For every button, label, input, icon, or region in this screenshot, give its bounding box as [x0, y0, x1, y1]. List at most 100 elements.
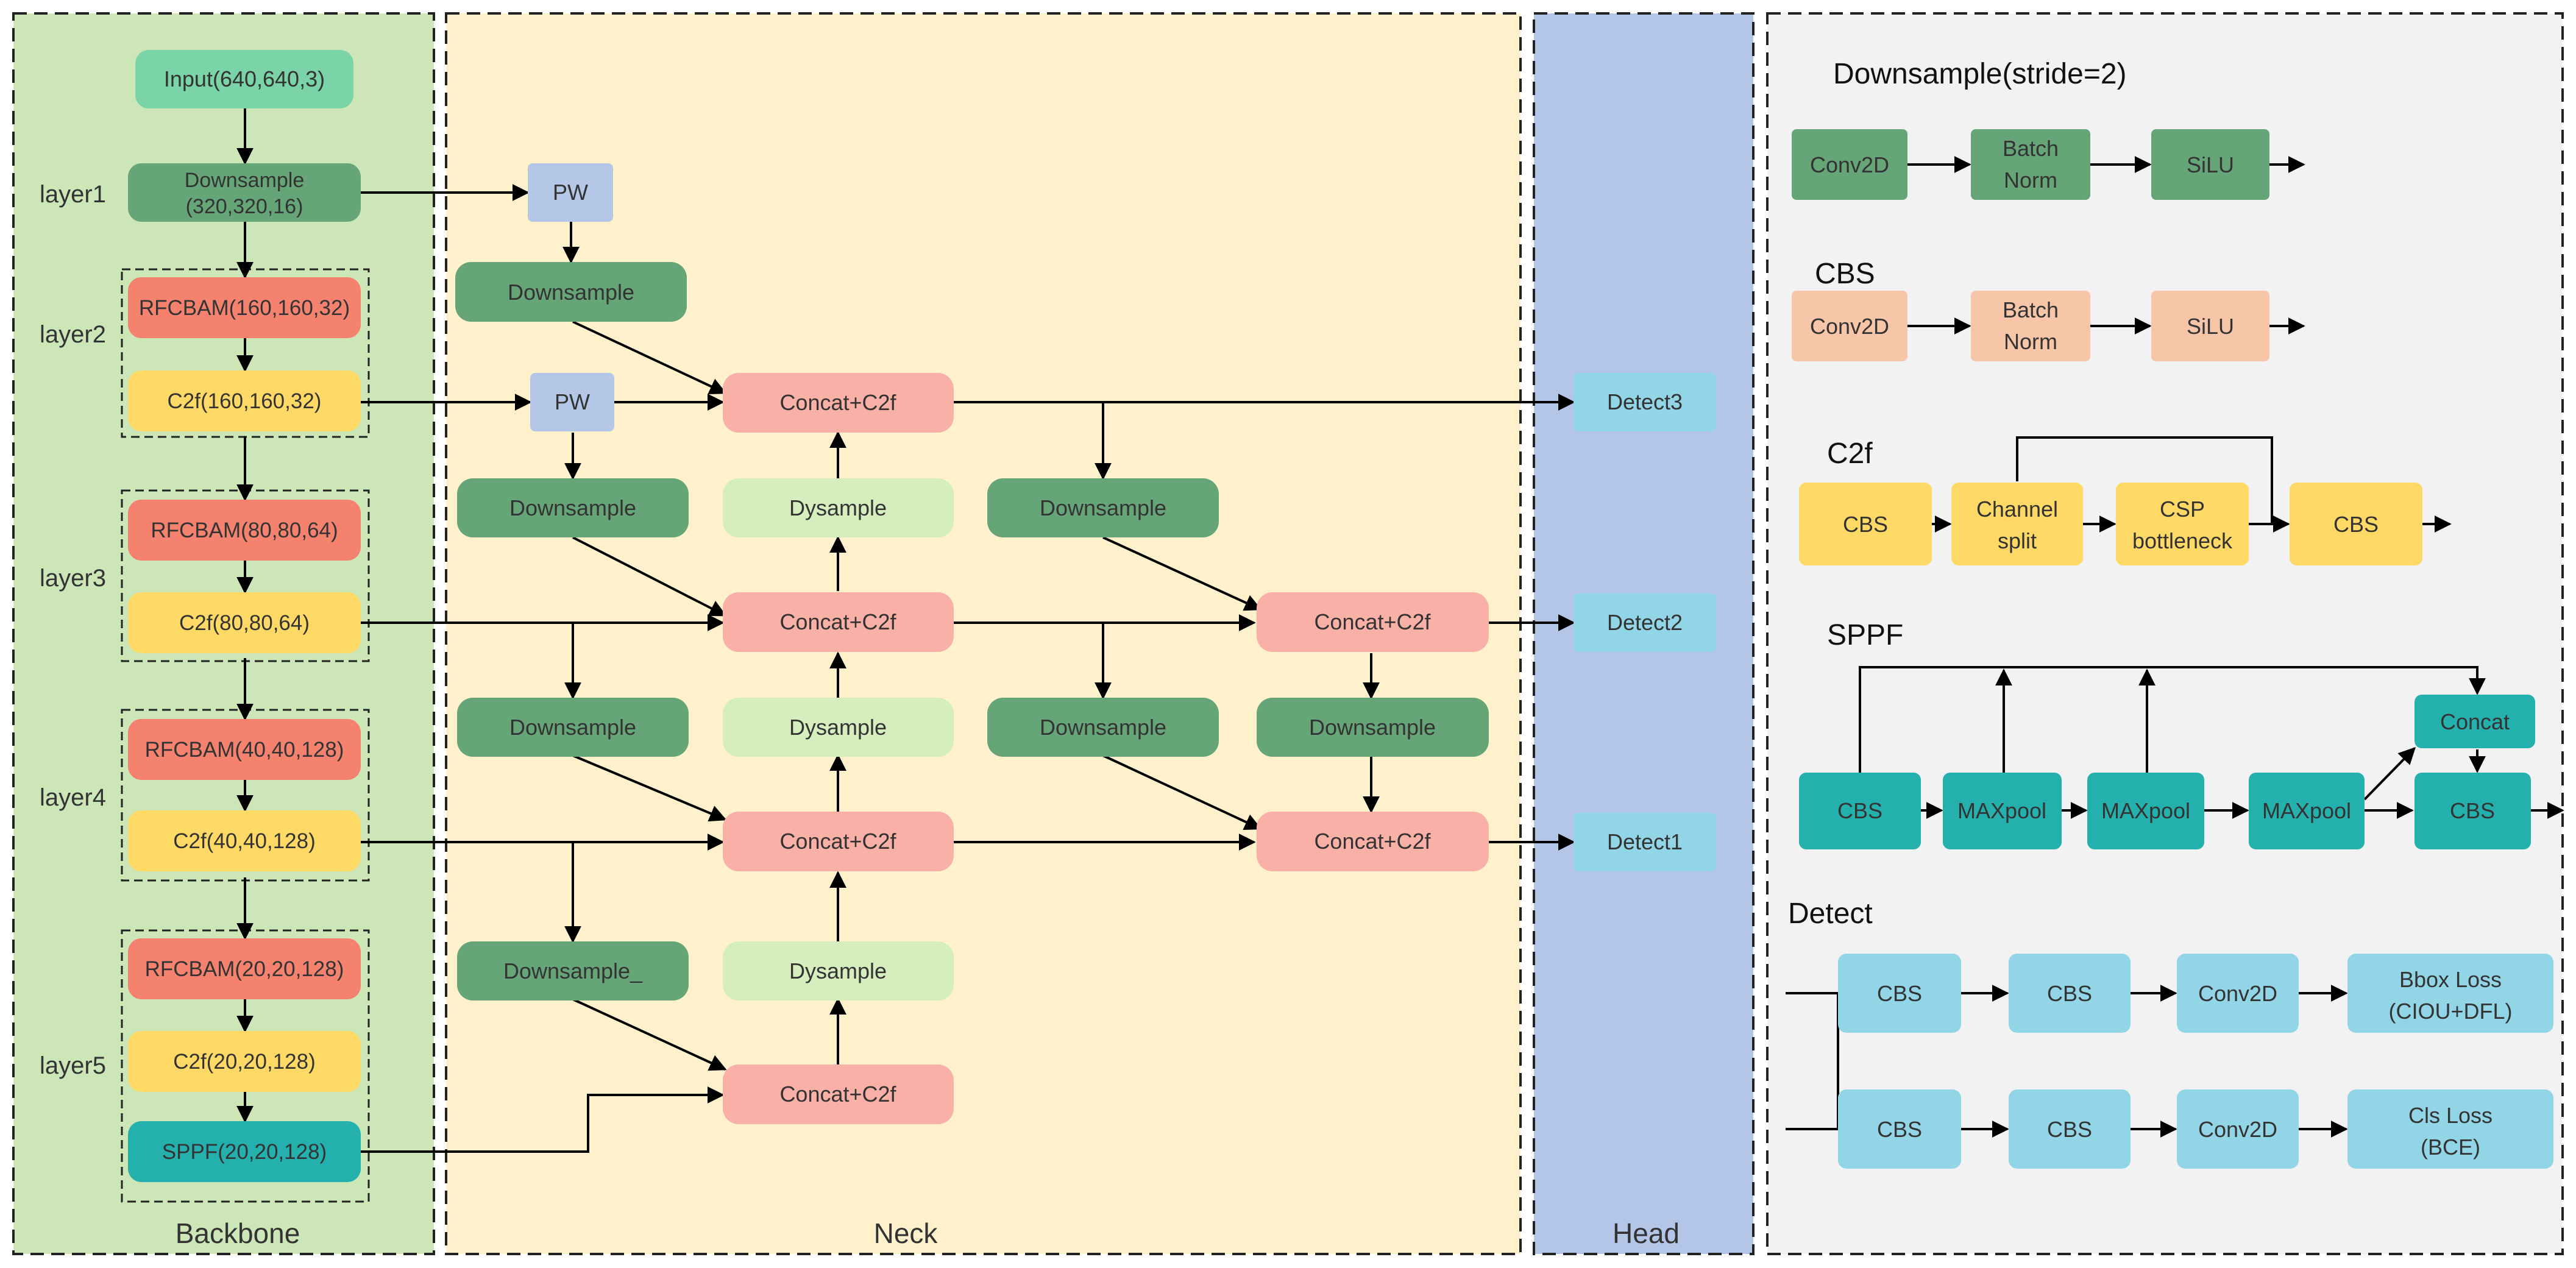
legend-cbs-batchnorm: Batch Norm	[1971, 291, 2090, 361]
legend-detect-cbs-1: CBS	[1838, 954, 1961, 1033]
svg-text:Concat+C2f: Concat+C2f	[779, 829, 896, 854]
svg-text:Concat: Concat	[2440, 709, 2510, 734]
svg-text:SiLU: SiLU	[2187, 152, 2234, 177]
sppf-node: SPPF(20,20,128)	[128, 1121, 361, 1182]
rfcbam-80-node: RFCBAM(80,80,64)	[128, 500, 361, 561]
legend-c2f-cbs-1: CBS	[1799, 483, 1932, 565]
neck-label: Neck	[874, 1217, 939, 1249]
svg-text:Downsample: Downsample	[1309, 715, 1436, 740]
svg-text:Downsample: Downsample	[508, 280, 634, 305]
detect1-node: Detect1	[1574, 813, 1716, 871]
svg-text:Downsample: Downsample	[1040, 715, 1166, 740]
legend-sppf-cbs-1: CBS	[1799, 773, 1921, 849]
svg-text:Channel: Channel	[1976, 497, 2058, 522]
svg-text:Batch: Batch	[2003, 136, 2059, 161]
svg-text:Concat+C2f: Concat+C2f	[1314, 829, 1431, 854]
svg-text:bottleneck: bottleneck	[2132, 528, 2233, 553]
svg-text:(CIOU+DFL): (CIOU+DFL)	[2388, 999, 2512, 1024]
svg-text:CBS: CBS	[1837, 798, 1882, 823]
svg-text:CBS: CBS	[2333, 512, 2379, 537]
dysample-2: Dysample	[723, 698, 954, 757]
neck-downsample-2: Downsample	[457, 478, 689, 537]
svg-text:Downsample: Downsample	[509, 495, 636, 520]
neck-downsample-6: Downsample	[987, 698, 1219, 757]
svg-text:C2f(20,20,128): C2f(20,20,128)	[173, 1050, 315, 1074]
layer4-label: layer4	[40, 784, 106, 811]
svg-text:Detect1: Detect1	[1607, 829, 1683, 854]
detect3-node: Detect3	[1574, 373, 1716, 431]
svg-text:RFCBAM(40,40,128): RFCBAM(40,40,128)	[145, 738, 344, 762]
svg-text:Detect3: Detect3	[1607, 389, 1683, 414]
legend-c2f-cbs-2: CBS	[2290, 483, 2422, 565]
svg-text:Downsample_: Downsample_	[503, 958, 643, 983]
svg-text:PW: PW	[553, 180, 588, 205]
svg-text:MAXpool: MAXpool	[2262, 798, 2351, 823]
svg-text:Norm: Norm	[2004, 329, 2057, 354]
detect2-node: Detect2	[1574, 593, 1716, 652]
svg-text:Conv2D: Conv2D	[1810, 152, 1889, 177]
backbone-label: Backbone	[176, 1217, 300, 1249]
legend-detect-conv2d-2: Conv2D	[2177, 1089, 2299, 1169]
svg-text:MAXpool: MAXpool	[1957, 798, 2046, 823]
layer2-label: layer2	[40, 321, 106, 348]
svg-text:Conv2D: Conv2D	[2198, 981, 2277, 1006]
svg-text:Dysample: Dysample	[789, 958, 887, 983]
c2f-160-node: C2f(160,160,32)	[128, 370, 361, 431]
legend-detect-cbs-3: CBS	[1838, 1089, 1961, 1169]
neck-downsample-4: Downsample_	[457, 941, 689, 1001]
concat-c2f-3: Concat+C2f	[723, 812, 954, 871]
legend-cbs-title: CBS	[1815, 258, 1875, 290]
svg-text:Batch: Batch	[2003, 297, 2059, 322]
legend-cbs-silu: SiLU	[2151, 291, 2269, 361]
svg-text:RFCBAM(160,160,32): RFCBAM(160,160,32)	[139, 296, 350, 320]
svg-text:MAXpool: MAXpool	[2101, 798, 2190, 823]
legend-sppf-concat: Concat	[2415, 695, 2535, 748]
layer5-label: layer5	[40, 1052, 106, 1079]
dysample-3: Dysample	[723, 941, 954, 1001]
legend-ds-silu: SiLU	[2151, 129, 2269, 200]
svg-text:CBS: CBS	[2047, 1117, 2092, 1142]
legend-sppf-title: SPPF	[1827, 619, 1903, 651]
svg-text:SiLU: SiLU	[2187, 314, 2234, 339]
svg-text:Downsample: Downsample	[1040, 495, 1166, 520]
svg-text:Conv2D: Conv2D	[2198, 1117, 2277, 1142]
legend-sppf-maxpool-2: MAXpool	[2087, 773, 2204, 849]
svg-text:Bbox Loss: Bbox Loss	[2399, 967, 2502, 992]
neck-downsample-1: Downsample	[455, 262, 687, 322]
legend-sppf-maxpool-3: MAXpool	[2249, 773, 2365, 849]
legend-c2f-channel-split: Channel split	[1951, 483, 2083, 565]
svg-text:Concat+C2f: Concat+C2f	[779, 390, 896, 415]
svg-text:CBS: CBS	[2047, 981, 2092, 1006]
legend-c2f-csp-bottleneck: CSP bottleneck	[2116, 483, 2249, 565]
head-label: Head	[1613, 1217, 1680, 1249]
svg-text:Concat+C2f: Concat+C2f	[779, 1082, 896, 1107]
svg-text:CBS: CBS	[1877, 1117, 1922, 1142]
concat-c2f-5: Concat+C2f	[1257, 592, 1489, 652]
svg-text:Dysample: Dysample	[789, 495, 887, 520]
svg-text:CBS: CBS	[1843, 512, 1888, 537]
svg-text:Downsample: Downsample	[185, 169, 305, 192]
layer1-label: layer1	[40, 181, 106, 208]
legend-sppf-maxpool-1: MAXpool	[1943, 773, 2062, 849]
svg-text:Norm: Norm	[2004, 168, 2057, 193]
svg-text:RFCBAM(20,20,128): RFCBAM(20,20,128)	[145, 957, 344, 981]
svg-text:(BCE): (BCE)	[2421, 1135, 2480, 1160]
layer3-label: layer3	[40, 565, 106, 592]
downsample-layer1-node: Downsample (320,320,16)	[128, 163, 361, 222]
svg-text:C2f(160,160,32): C2f(160,160,32)	[168, 389, 322, 413]
svg-text:C2f(80,80,64): C2f(80,80,64)	[179, 611, 310, 635]
svg-text:Detect2: Detect2	[1607, 610, 1683, 635]
concat-c2f-1: Concat+C2f	[723, 373, 954, 433]
c2f-20-node: C2f(20,20,128)	[128, 1031, 361, 1092]
legend-panel	[1766, 12, 2564, 1255]
legend-ds-conv2d: Conv2D	[1792, 129, 1907, 200]
svg-text:(320,320,16): (320,320,16)	[186, 195, 303, 218]
svg-text:CBS: CBS	[2450, 798, 2495, 823]
svg-text:PW: PW	[555, 389, 590, 414]
svg-text:Dysample: Dysample	[789, 715, 887, 740]
svg-text:Input(640,640,3): Input(640,640,3)	[164, 66, 325, 91]
rfcbam-20-node: RFCBAM(20,20,128)	[128, 938, 361, 999]
concat-c2f-4: Concat+C2f	[723, 1064, 954, 1124]
